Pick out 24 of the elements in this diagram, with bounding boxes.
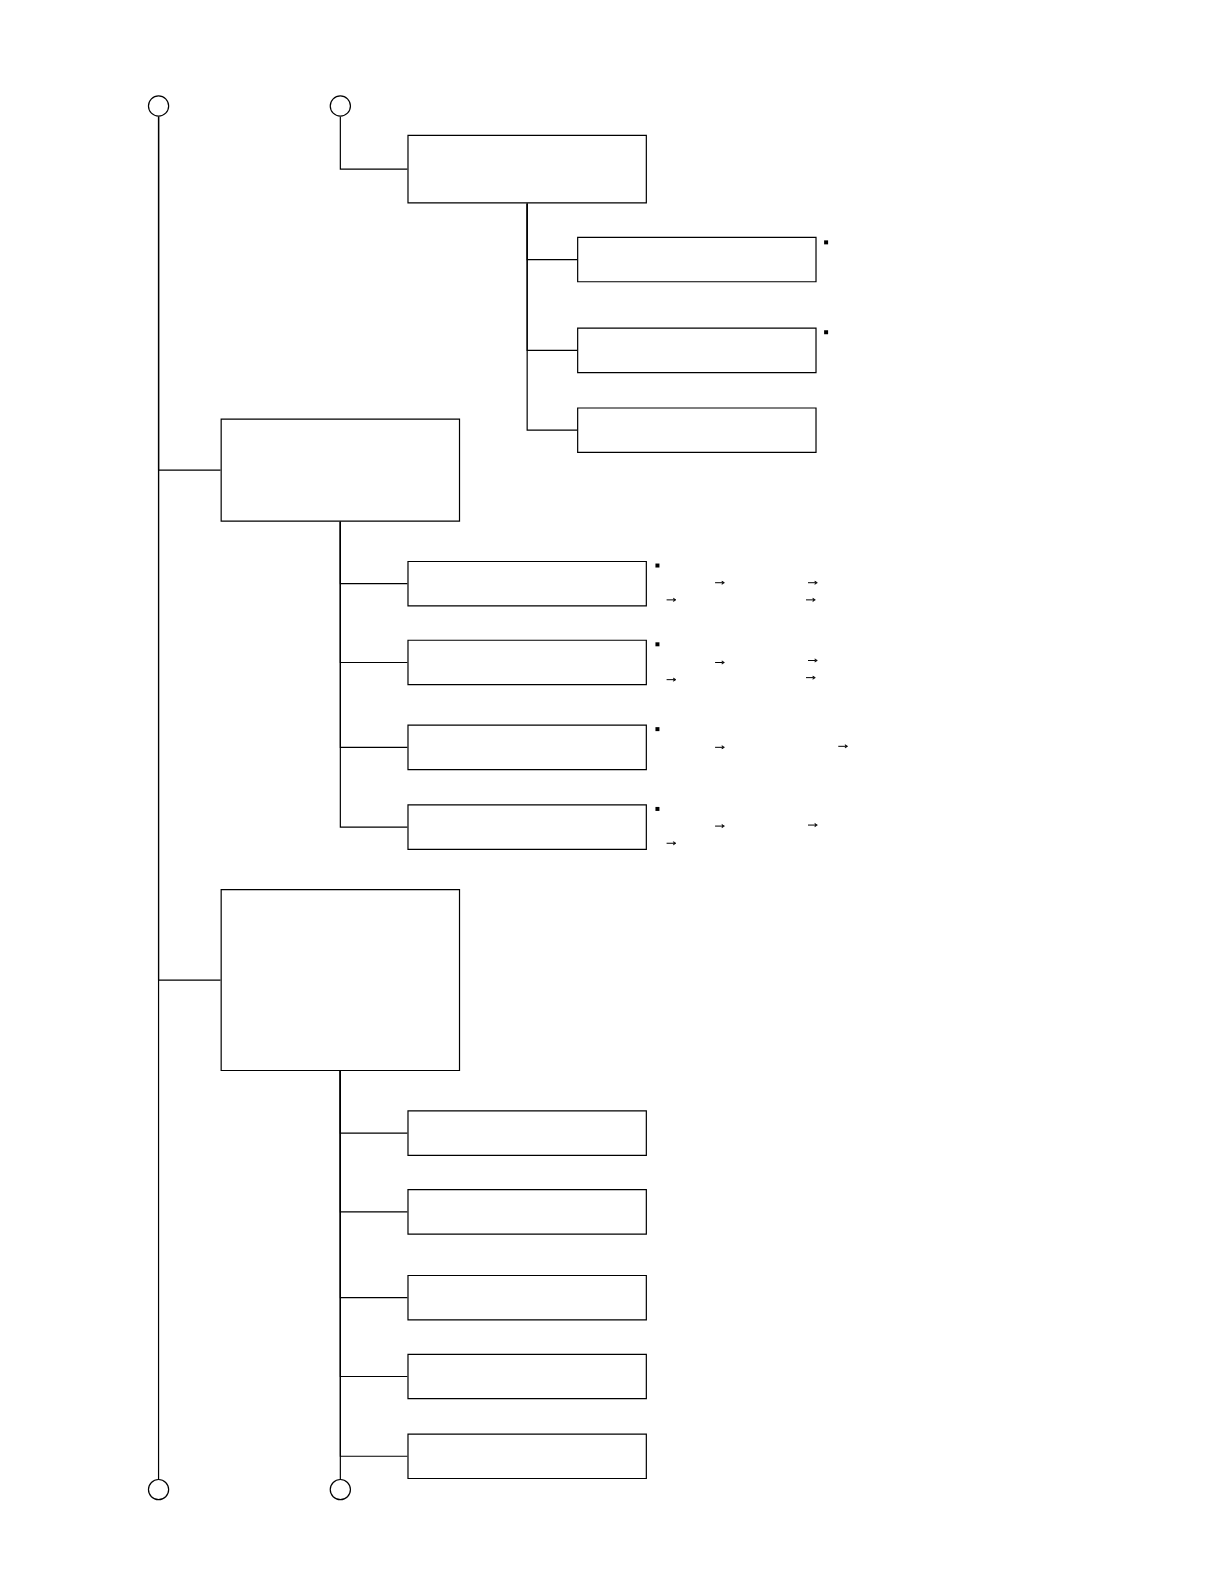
empty-box (407, 1274, 647, 1321)
connector-line (339, 1070, 341, 1480)
empty-box (220, 889, 461, 1072)
empty-box (577, 407, 817, 454)
empty-box (407, 1353, 647, 1400)
connector-line (339, 116, 408, 170)
terminal-circle (329, 95, 352, 117)
empty-box (577, 236, 817, 283)
empty-box (407, 134, 647, 204)
empty-box (407, 804, 647, 850)
terminal-circle (147, 1478, 170, 1501)
empty-box (407, 1433, 647, 1480)
connector-line (339, 521, 408, 828)
empty-box (577, 327, 817, 374)
terminal-circle (329, 1478, 352, 1501)
empty-box (407, 1110, 647, 1156)
empty-box (407, 724, 647, 771)
terminal-circle (147, 95, 170, 117)
empty-box (407, 639, 647, 686)
connector-line (526, 203, 578, 431)
empty-box (220, 418, 461, 522)
empty-box (407, 560, 647, 607)
connector-line (157, 116, 222, 981)
empty-box (407, 1189, 647, 1235)
